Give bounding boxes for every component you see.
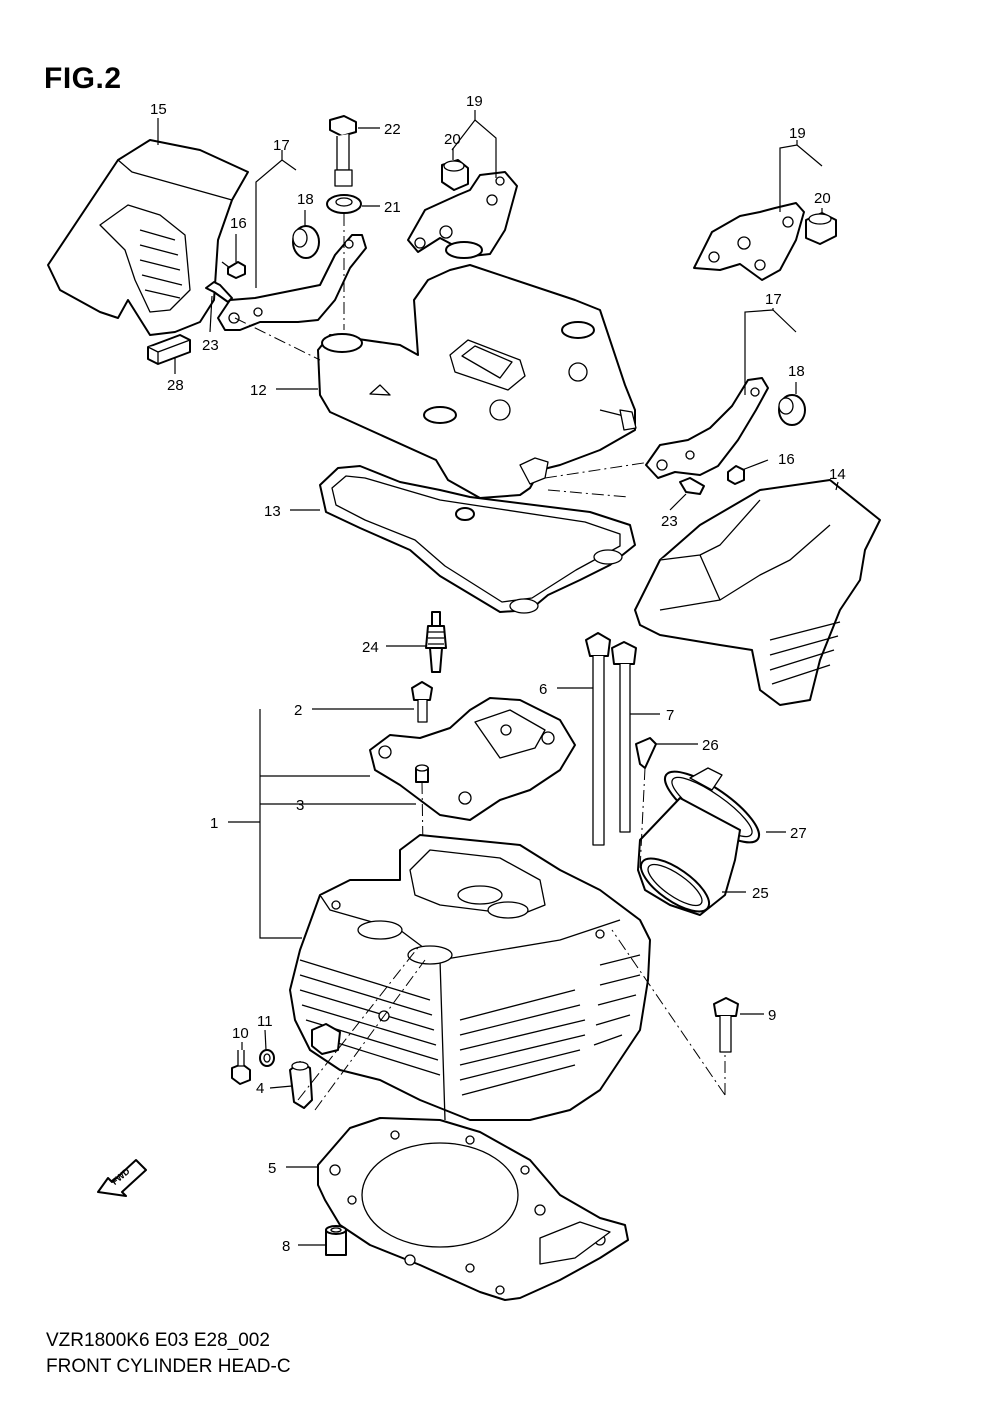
spark-plug-24: [425, 611, 447, 673]
bracket-17-right: [645, 377, 769, 479]
screw-16-right: [727, 465, 745, 485]
callout-8: 8: [282, 1238, 290, 1255]
bolt-22: [329, 115, 357, 187]
callout-26: 26: [702, 737, 719, 754]
callout-13: 13: [264, 503, 281, 520]
callout-6: 6: [539, 681, 547, 698]
screw-16-left: [221, 261, 246, 279]
bolt-23-right: [679, 477, 705, 495]
callout-9: 9: [768, 1007, 776, 1024]
callout-25: 25: [752, 885, 769, 902]
callout-5: 5: [268, 1160, 276, 1177]
callout-3: 3: [296, 797, 304, 814]
callout-23: 23: [661, 513, 678, 530]
callout-7: 7: [666, 707, 674, 724]
stud-bolt-7: [611, 641, 637, 833]
callout-19: 19: [789, 125, 806, 142]
head-gasket-5: [317, 1117, 629, 1301]
stud-bolt-6: [585, 632, 611, 846]
bolt-23-left: [205, 281, 233, 303]
diagram-name: FRONT CYLINDER HEAD-C: [46, 1356, 291, 1377]
dowel-3: [415, 764, 429, 783]
bolt-2: [411, 681, 433, 723]
cylinder-head-1: [289, 834, 651, 1121]
callout-12: 12: [250, 382, 267, 399]
side-cover-14: [634, 479, 881, 706]
callout-23: 23: [202, 337, 219, 354]
bracket-19-right: [693, 202, 805, 281]
callout-28: 28: [167, 377, 184, 394]
head-cover-12: [317, 241, 637, 499]
callout-27: 27: [790, 825, 807, 842]
callout-1: 1: [210, 815, 218, 832]
callout-21: 21: [384, 199, 401, 216]
callout-11: 11: [257, 1013, 273, 1030]
dowel-8: [325, 1225, 347, 1256]
callout-20: 20: [814, 190, 831, 207]
callout-24: 24: [362, 639, 379, 656]
callout-18: 18: [788, 363, 805, 380]
grommet-18-left: [292, 225, 320, 259]
grommet-18-right: [778, 394, 806, 426]
callout-2: 2: [294, 702, 302, 719]
bracket-17-left: [217, 234, 367, 331]
callout-labels: 15 16 23 28 17 18 22 21 12 13 19 20 19 2…: [150, 93, 846, 1255]
diagram-code: VZR1800K6 E03 E28_002: [46, 1330, 270, 1351]
pad-28: [147, 334, 191, 365]
washer-11: [259, 1049, 275, 1067]
callout-4: 4: [256, 1080, 264, 1097]
figure-title: FIG.2: [44, 62, 122, 95]
intake-pipe-25: [637, 797, 741, 916]
bolt-10: [231, 1050, 251, 1085]
callout-16: 16: [778, 451, 795, 468]
screw-26: [635, 737, 657, 769]
callout-20: 20: [444, 131, 461, 148]
washer-21: [326, 194, 362, 214]
callout-16: 16: [230, 215, 247, 232]
rocker-holder: [369, 697, 576, 821]
bolt-9: [713, 997, 739, 1053]
leader-lines: [157, 110, 839, 1246]
callout-18: 18: [297, 191, 314, 208]
callout-17: 17: [273, 137, 290, 154]
fwd-arrow-icon: FWD: [97, 1159, 147, 1197]
callout-14: 14: [829, 466, 846, 483]
callout-19: 19: [466, 93, 483, 110]
callout-22: 22: [384, 121, 401, 138]
bracket-19-left: [407, 171, 518, 257]
grommet-20-right: [805, 212, 837, 245]
grommet-20-left: [441, 159, 469, 191]
callout-15: 15: [150, 101, 167, 118]
oil-jet-4: [289, 1061, 313, 1109]
side-cover-15: [47, 139, 249, 336]
callout-10: 10: [232, 1025, 249, 1042]
callout-17: 17: [765, 291, 782, 308]
gasket-13: [319, 465, 636, 614]
